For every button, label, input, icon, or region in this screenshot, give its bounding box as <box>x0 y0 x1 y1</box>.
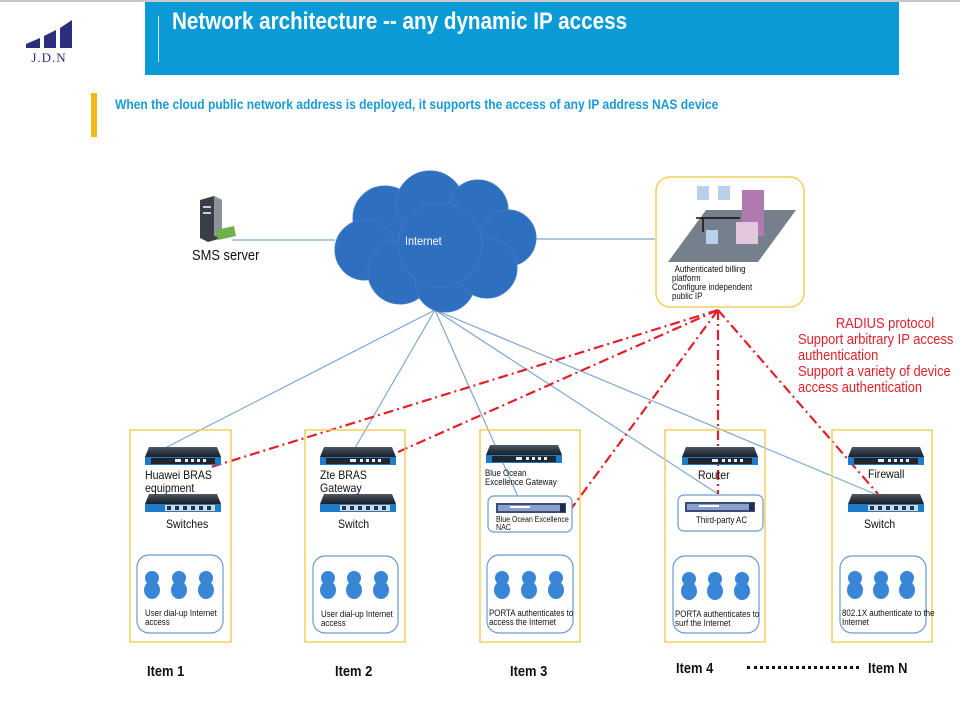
radius-protocol-note: RADIUS protocol Support arbitrary IP acc… <box>798 316 953 396</box>
router-label: Router <box>698 468 730 482</box>
nac-line-2: NAC <box>496 523 511 532</box>
internet-cloud-icon <box>334 170 537 313</box>
router-icon <box>682 447 758 465</box>
item-label-n: Item N <box>868 660 908 677</box>
third-party-ac-icon <box>685 502 755 512</box>
internet-links <box>164 238 876 518</box>
huawei-bras-label: Huawei BRAS equipment <box>145 469 212 495</box>
header-band: Network architecture -- any dynamic IP a… <box>145 2 899 75</box>
item-box-1 <box>129 429 232 643</box>
item-label-2: Item 2 <box>335 663 373 680</box>
item2-caption-line-1: User dial-up Internet <box>321 609 393 619</box>
item3-caption-line-1: PORTA authenticates to <box>489 608 574 618</box>
switches-icon-1 <box>145 494 221 512</box>
blue-ocean-nac-icon <box>496 503 566 513</box>
jdn-logo-icon <box>26 20 72 48</box>
item1-caption-line-2: access <box>145 617 170 627</box>
header-divider <box>158 16 159 62</box>
item-box-4 <box>664 429 766 643</box>
link-internet-itemN <box>434 309 876 495</box>
item-label-4: Item 4 <box>676 660 714 677</box>
item-label-1: Item 1 <box>147 663 185 680</box>
item4-caption-line-2: surf the Internet <box>675 618 731 628</box>
link-internet-item4 <box>434 309 719 495</box>
item3-caption-line-2: access the Internet <box>489 617 556 627</box>
firewall-label: Firewall <box>868 467 905 481</box>
item4-users-caption: PORTA authenticates to surf the Internet <box>675 610 759 628</box>
billing-line-1: Authenticated billing <box>674 264 746 274</box>
item-box-2 <box>304 429 406 643</box>
switches-label: Switches <box>166 517 209 531</box>
gateway-line-1: Blue Ocean <box>485 468 527 478</box>
zte-bras-line-2: Gateway <box>320 481 362 495</box>
switch-icon-n <box>848 494 924 512</box>
gateway-line-2: Excellence Gateway <box>485 477 557 487</box>
billing-platform-label: Authenticated billing platform Configure… <box>672 265 752 301</box>
ac-frame <box>677 494 764 532</box>
item1-users-caption: User dial-up Internet access <box>145 609 217 627</box>
link-internet-item3 <box>434 309 528 518</box>
ellipsis-separator <box>747 666 859 669</box>
switch-label-2: Switch <box>338 517 370 531</box>
zte-bras-label: Zte BRAS Gateway <box>320 469 367 495</box>
huawei-bras-line-2: equipment <box>145 481 195 495</box>
logo-text: J.D.N <box>31 50 67 65</box>
internet-label: Internet <box>405 234 442 248</box>
billing-platform-icon <box>668 186 796 262</box>
item2-users-caption: User dial-up Internet access <box>321 610 393 628</box>
billing-line-4: public IP <box>672 291 703 301</box>
radius-link-item1 <box>207 308 719 470</box>
radius-line-5: access authentication <box>798 379 923 396</box>
radius-line-1: RADIUS protocol <box>835 315 935 332</box>
sms-server-label: SMS server <box>192 247 260 264</box>
radius-line-2: Support arbitrary IP access <box>798 331 954 348</box>
itemn-caption-line-1: 802.1X authenticate to the <box>842 608 935 618</box>
item-box-n <box>831 429 933 643</box>
billing-line-3: Configure independent <box>672 282 753 292</box>
switch-label-n: Switch <box>864 517 896 531</box>
radius-link-item2 <box>379 308 719 462</box>
top-border <box>0 0 960 2</box>
item1-caption-line-1: User dial-up Internet <box>145 608 217 618</box>
item-label-3: Item 3 <box>510 663 548 680</box>
blue-ocean-gateway-icon <box>486 445 562 463</box>
user-icons <box>144 571 915 600</box>
nac-line-1: Blue Ocean Excellence <box>496 515 569 524</box>
itemn-caption-line-2: Internet <box>842 617 869 627</box>
billing-line-2: platform <box>672 273 701 283</box>
huawei-bras-line-1: Huawei BRAS <box>145 468 212 482</box>
blue-ocean-nac-label: Blue Ocean Excellence NAC <box>496 516 569 532</box>
item4-caption-line-1: PORTA authenticates to <box>675 609 760 619</box>
item2-caption-line-2: access <box>321 618 346 628</box>
third-party-ac-label: Third-party AC <box>696 515 748 525</box>
zte-bras-icon <box>320 447 396 465</box>
huawei-bras-icon <box>145 447 221 465</box>
item-box-3 <box>479 429 581 643</box>
page-title: Network architecture -- any dynamic IP a… <box>172 8 628 35</box>
subtitle: When the cloud public network address is… <box>115 96 719 112</box>
subtitle-accent-bar <box>91 93 97 137</box>
switch-icon-2 <box>320 494 396 512</box>
link-internet-item1 <box>164 309 436 449</box>
sms-server-icon <box>200 196 236 242</box>
firewall-icon <box>848 447 924 465</box>
link-internet-item2 <box>354 309 436 449</box>
radius-line-3: authentication <box>798 347 879 364</box>
radius-line-4: Support a variety of device <box>798 363 951 380</box>
itemn-users-caption: 802.1X authenticate to the Internet <box>842 609 934 627</box>
item3-users-caption: PORTA authenticates to access the Intern… <box>489 609 573 627</box>
blue-ocean-gateway-label: Blue Ocean Excellence Gateway <box>485 469 557 487</box>
item-boxes <box>129 429 933 643</box>
zte-bras-line-1: Zte BRAS <box>320 468 367 482</box>
radius-link-item3 <box>567 309 719 514</box>
